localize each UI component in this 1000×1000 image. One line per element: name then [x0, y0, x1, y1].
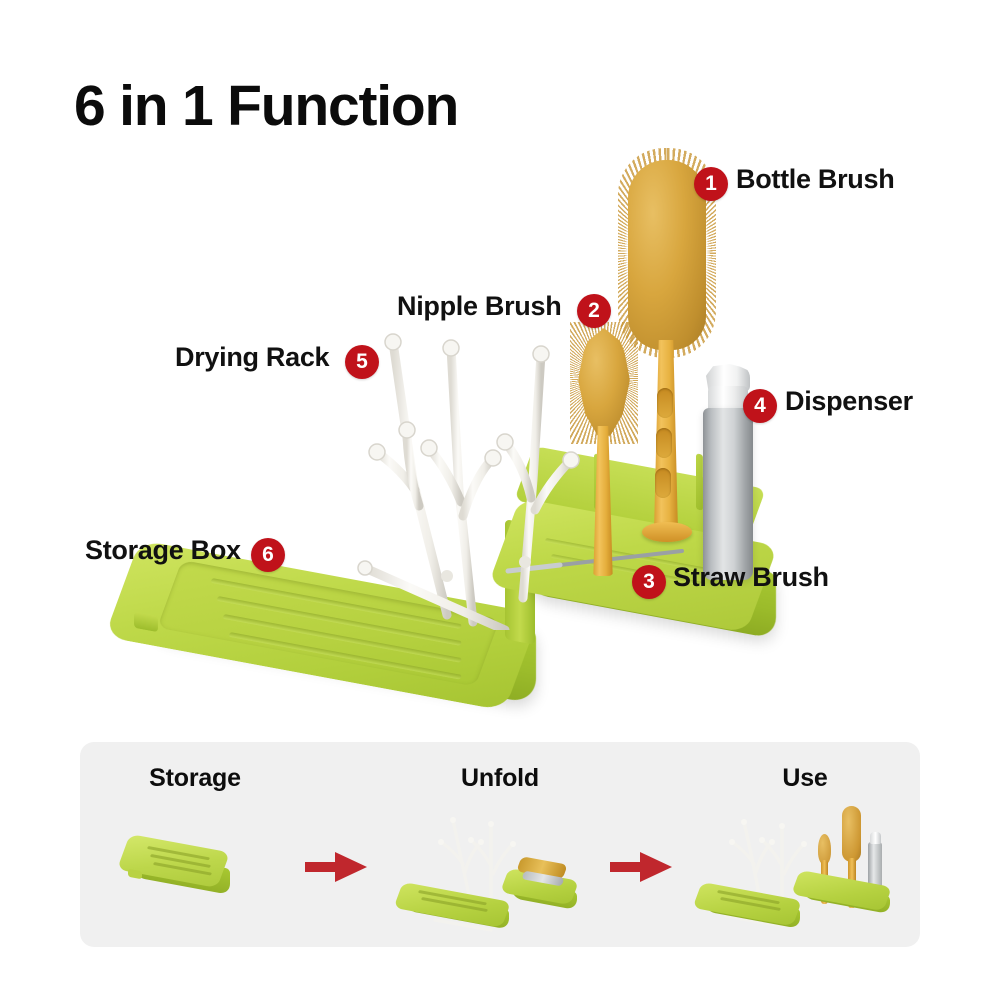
arrow-storage-to-unfold: [305, 852, 367, 882]
rack-prong-tip: [496, 433, 514, 451]
step-label-use: Use: [782, 764, 828, 792]
handle-grip-hole: [657, 388, 673, 418]
step-art-tray-with-tools: [692, 802, 910, 942]
step-storage: Storage: [90, 742, 300, 947]
rack-prong-tip: [484, 449, 502, 467]
rack-crossbar: [360, 563, 510, 630]
mini-dispenser-pump: [870, 832, 881, 844]
drying-rack: [357, 333, 580, 630]
step-label-storage: Storage: [149, 764, 241, 792]
rack-prong: [458, 453, 498, 521]
straw-brush-bristle-tip: [505, 562, 563, 574]
step-art-closed-box: [90, 802, 300, 942]
page-title: 6 in 1 Function: [74, 74, 459, 138]
nipple-brush-handle: [593, 426, 613, 576]
dispenser-bottle: [697, 360, 759, 580]
callout-badge-3: 3: [632, 565, 666, 599]
callout-badge-5: 5: [345, 345, 379, 379]
callout-label-dispenser: Dispenser: [785, 386, 913, 416]
dispenser-body: [703, 408, 753, 580]
rack-prong-tip: [442, 339, 460, 357]
callout-badge-2: 2: [577, 294, 611, 328]
usage-steps-panel: Storage Unfold: [80, 742, 920, 947]
rack-prong-tip: [420, 439, 438, 457]
bottle-brush-head: [628, 160, 706, 350]
bottle-brush: [612, 148, 722, 580]
mini-bottle-brush-head: [842, 806, 861, 862]
handle-grip-hole: [656, 428, 672, 458]
hero-product-illustration: 1 Bottle Brush 2 Nipple Brush 3 Straw Br…: [0, 148, 1000, 730]
callout-badge-4: 4: [743, 389, 777, 423]
handle-grip-hole: [655, 468, 671, 498]
step-unfold: Unfold: [393, 742, 605, 947]
rack-joint: [441, 570, 453, 582]
step-label-unfold: Unfold: [461, 764, 539, 792]
rack-prong-tip: [368, 443, 386, 461]
callout-label-straw-brush: Straw Brush: [673, 562, 829, 592]
mini-box-latch: [128, 868, 142, 880]
callout-badge-6: 6: [251, 538, 285, 572]
bottle-brush-base-ring: [642, 522, 692, 542]
callout-label-drying-rack: Drying Rack: [175, 342, 330, 372]
callout-label-bottle-brush: Bottle Brush: [736, 164, 895, 194]
callout-label-nipple-brush: Nipple Brush: [397, 291, 562, 321]
rack-prong-tip: [384, 333, 402, 351]
arrow-unfold-to-use: [610, 852, 672, 882]
step-use: Use: [692, 742, 910, 947]
nipple-brush: [566, 322, 644, 588]
rack-prong: [500, 437, 536, 503]
callout-label-storage-box: Storage Box: [85, 535, 241, 565]
step-art-unfolded-tray: [393, 802, 605, 942]
rack-joint: [519, 556, 531, 568]
rack-crossbar-tip: [357, 560, 373, 576]
mini-nipple-brush-head: [818, 834, 831, 864]
rack-prong-tip: [532, 345, 550, 363]
callout-badge-1: 1: [694, 167, 728, 201]
rack-prong: [402, 425, 424, 511]
rack-prong-tip: [562, 451, 580, 469]
rack-prong-tip: [398, 421, 416, 439]
